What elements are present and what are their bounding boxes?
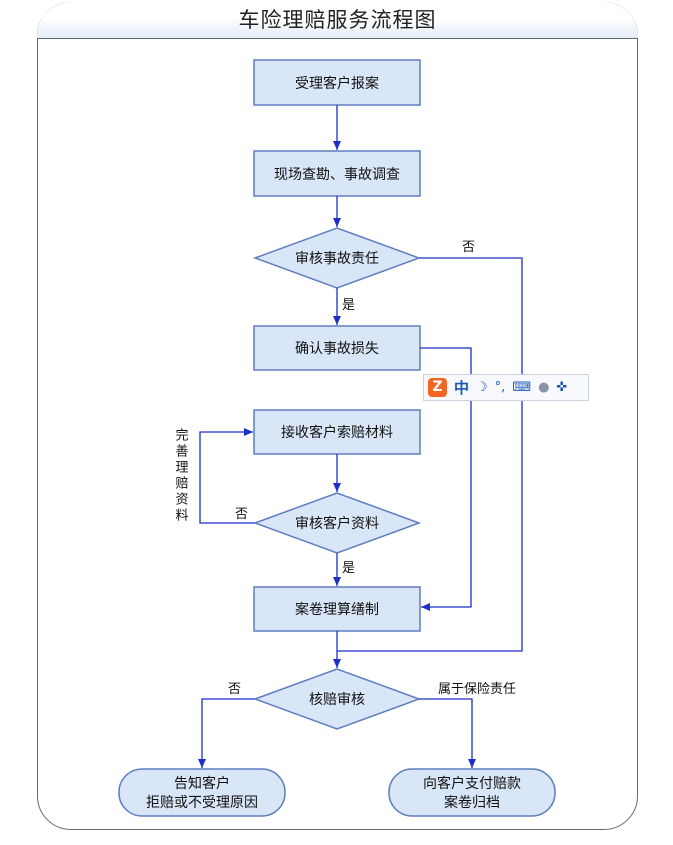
edge-liability-no bbox=[337, 257, 523, 652]
wrench-icon[interactable]: ✜ bbox=[556, 380, 568, 395]
node-calculation bbox=[253, 586, 421, 632]
ime-toolbar[interactable]: Z 中 ☽ °, ⌨ ● ✜ bbox=[423, 374, 589, 401]
label-documents-yes: 是 bbox=[342, 561, 355, 576]
ime-logo-icon[interactable]: Z bbox=[428, 378, 447, 397]
end-reject bbox=[118, 768, 286, 817]
node-report bbox=[253, 59, 421, 106]
end-reject-line1: 告知客户 bbox=[174, 775, 230, 792]
label-documents-no: 否 bbox=[235, 507, 248, 522]
keyboard-icon[interactable]: ⌨ bbox=[512, 380, 532, 395]
end-pay-line2: 案卷归档 bbox=[444, 794, 500, 811]
node-loss-label: 确认事故损失 bbox=[295, 341, 379, 357]
node-loss bbox=[253, 325, 421, 371]
label-approval-yes: 属于保险责任 bbox=[438, 682, 516, 697]
node-calculation-label: 案卷理算缮制 bbox=[295, 601, 379, 618]
label-approval-no: 否 bbox=[228, 682, 241, 697]
loop-side-label: 完善理赔资料 bbox=[173, 428, 189, 524]
end-reject-line2: 拒赔或不受理原因 bbox=[146, 795, 258, 811]
label-liability-yes: 是 bbox=[342, 298, 355, 313]
user-icon[interactable]: ● bbox=[538, 380, 550, 395]
edge-documents-no-loop bbox=[199, 428, 255, 524]
edge-loss-to-calc bbox=[420, 347, 472, 611]
node-survey-label: 现场查勘、事故调查 bbox=[274, 167, 400, 183]
decision-liability-label: 审核事故责任 bbox=[295, 251, 379, 267]
punctuation-icon[interactable]: °, bbox=[494, 380, 506, 395]
ime-mode-toggle[interactable]: 中 bbox=[454, 379, 470, 397]
title-bar bbox=[37, 2, 638, 39]
edge-approval-yes bbox=[419, 698, 476, 768]
decision-approval-label: 核赔审核 bbox=[309, 692, 365, 708]
node-survey bbox=[253, 150, 421, 197]
end-pay-line1: 向客户支付赔款 bbox=[423, 775, 521, 792]
moon-icon[interactable]: ☽ bbox=[476, 380, 488, 395]
node-report-label: 受理客户报案 bbox=[295, 75, 379, 92]
decision-documents bbox=[252, 492, 422, 554]
end-pay bbox=[388, 768, 556, 817]
edge-approval-no bbox=[198, 698, 255, 768]
decision-documents-label: 审核客户资料 bbox=[295, 515, 379, 532]
diagram-title: 车险理赔服务流程图 bbox=[238, 8, 437, 32]
node-materials-label: 接收客户索赔材料 bbox=[281, 424, 393, 441]
label-liability-no: 否 bbox=[462, 240, 475, 255]
